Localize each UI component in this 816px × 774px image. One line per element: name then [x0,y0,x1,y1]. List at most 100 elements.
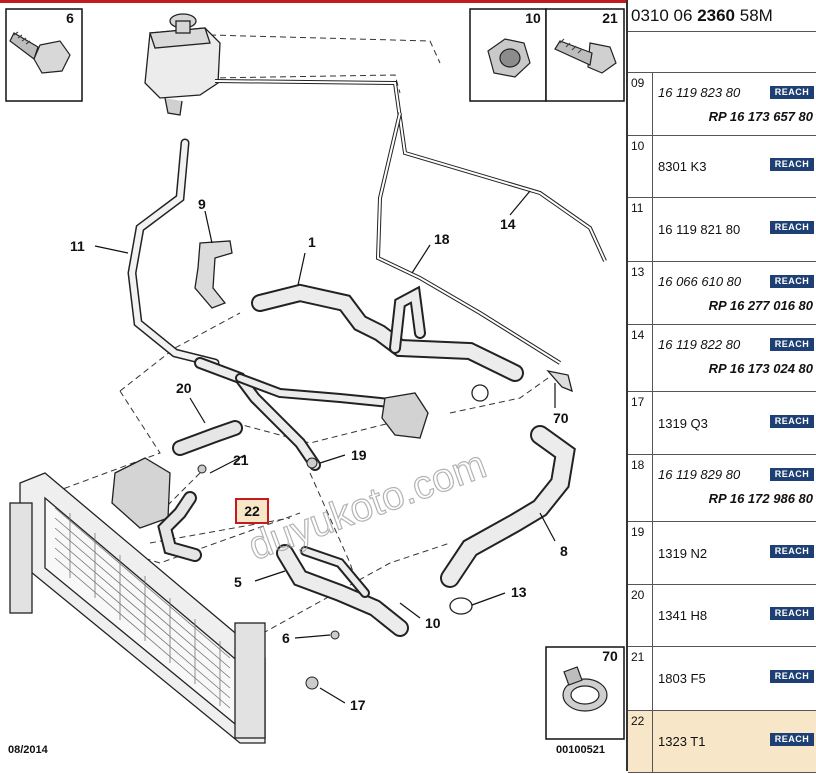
clip-70[interactable] [546,369,573,393]
hose-clip-icon [562,666,608,712]
callout-17[interactable]: 17 [350,697,366,713]
inset-label-10: 10 [525,10,541,26]
reference-row[interactable]: 19 1319 N2 REACH [628,522,816,585]
callout-5[interactable]: 5 [234,574,242,590]
row-reference: 16 119 822 80 [658,337,741,352]
reference-row[interactable]: 10 8301 K3 REACH [628,136,816,198]
row-index: 18 [628,455,653,521]
callout-8[interactable]: 8 [560,543,568,559]
header-part2: 2360 [697,6,736,25]
nut-icon [487,38,531,78]
row-reference: 1803 F5 [658,671,706,686]
clip-19[interactable] [306,457,318,469]
screw-icon [554,38,617,74]
radiator[interactable] [9,472,266,744]
reach-badge: REACH [770,275,814,288]
row-reference: 16 066 610 80 [658,274,742,289]
row-index: 09 [628,73,653,135]
callout-21[interactable]: 21 [233,452,249,468]
parts-diagram: 6 10 21 70 [0,0,626,756]
row-index: 20 [628,585,653,646]
row-index: 10 [628,136,653,197]
inset-box-10[interactable]: 10 [469,8,547,102]
pump-housing[interactable] [111,457,171,529]
row-reference: 1323 T1 [658,734,706,749]
valve-housing[interactable] [381,384,489,439]
reference-row[interactable]: 22 1323 T1 REACH [628,711,816,773]
inset-box-21[interactable]: 21 [545,8,625,102]
reach-badge: REACH [770,670,814,683]
callout-numbers: 1 5 6 8 9 10 11 13 14 17 18 19 20 21 22 … [70,196,569,713]
reach-badge: REACH [770,733,814,746]
inset-box-70[interactable]: 70 [545,646,625,740]
callout-22-highlight[interactable]: 22 [235,498,269,524]
row-replacement-reference: RP 16 172 986 80 [708,491,813,506]
row-reference: 16 119 829 80 [658,467,741,482]
row-reference: 16 119 823 80 [658,85,741,100]
callout-14[interactable]: 14 [500,216,516,232]
row-reference: 1319 Q3 [658,416,708,431]
inset-label-21: 21 [602,10,618,26]
callout-19[interactable]: 19 [351,447,367,463]
callout-13[interactable]: 13 [511,584,527,600]
reach-badge: REACH [770,468,814,481]
row-index: 14 [628,325,653,391]
reference-row[interactable]: 18 16 119 829 80 REACH RP 16 172 986 80 [628,455,816,522]
reference-list: 09 16 119 823 80 REACH RP 16 173 657 80 10 83… [628,73,816,773]
exploded-view: 6 10 21 70 [5,8,625,756]
row-index: 13 [628,262,653,324]
callout-10[interactable]: 10 [425,615,441,631]
callout-11[interactable]: 11 [70,238,85,254]
reference-row[interactable]: 20 1341 H8 REACH [628,585,816,647]
clip-17[interactable] [305,676,319,690]
reference-panel: 0310 06 2360 58M 09 16 119 823 80 REACH RP … [626,0,816,773]
callout-22: 22 [244,503,260,519]
reference-row[interactable]: 13 16 066 610 80 REACH RP 16 277 016 80 [628,262,816,325]
diagram-code: 00100521 [556,744,605,756]
row-replacement-reference: RP 16 173 657 80 [708,109,813,124]
callout-70[interactable]: 70 [553,410,569,426]
reach-badge: REACH [770,545,814,558]
inset-label-6: 6 [66,10,74,26]
reach-badge: REACH [770,158,814,171]
diagram-date: 08/2014 [8,744,49,756]
row-index: 22 [628,711,653,772]
expansion-tank[interactable] [144,13,221,116]
row-reference: 1341 H8 [658,608,708,623]
blank-row [628,32,816,73]
row-index: 19 [628,522,653,584]
reach-badge: REACH [770,221,814,234]
bracket-9[interactable] [194,240,233,309]
screw-21[interactable] [197,464,207,474]
leader-lines [94,190,556,704]
reference-header: 0310 06 2360 58M [628,0,816,32]
row-index: 11 [628,198,653,261]
row-reference: 16 119 821 80 [658,222,741,237]
watermark-text: duyukoto.com [243,442,492,569]
inset-label-70: 70 [602,648,618,664]
row-replacement-reference: RP 16 277 016 80 [708,298,813,313]
reference-row[interactable]: 17 1319 Q3 REACH [628,392,816,455]
row-index: 17 [628,392,653,454]
row-reference: 1319 N2 [658,546,708,561]
row-index: 21 [628,647,653,710]
row-reference: 8301 K3 [658,159,707,174]
callout-18[interactable]: 18 [434,231,450,247]
bolt-6[interactable] [330,630,340,640]
reach-badge: REACH [770,607,814,620]
reference-row[interactable]: 21 1803 F5 REACH [628,647,816,711]
header-part3: 58M [735,6,773,25]
inset-box-6[interactable]: 6 [5,8,83,102]
callout-20[interactable]: 20 [176,380,192,396]
callout-6[interactable]: 6 [282,630,290,646]
reach-badge: REACH [770,415,814,428]
callout-1[interactable]: 1 [308,234,316,250]
clip-13[interactable] [449,597,473,615]
reference-row[interactable]: 11 16 119 821 80 REACH [628,198,816,262]
callout-9[interactable]: 9 [198,196,206,212]
reach-badge: REACH [770,338,814,351]
bolt-icon [9,31,71,74]
pipe-14[interactable] [214,79,607,262]
